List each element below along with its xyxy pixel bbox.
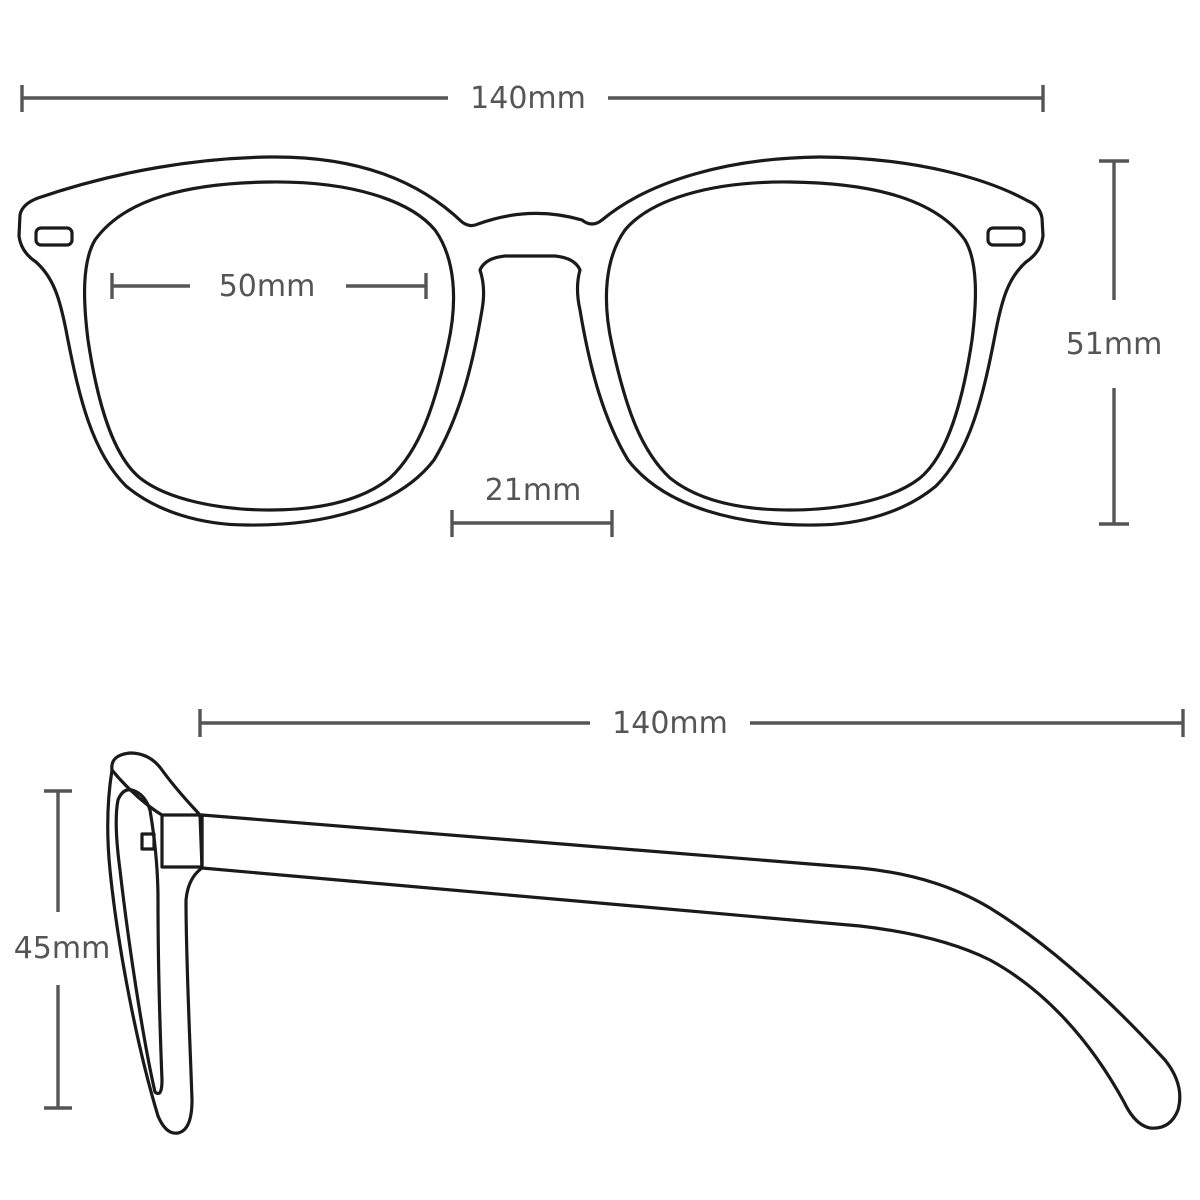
lens-width-dimension: 50mm — [110, 269, 428, 304]
side-hinge-pin — [140, 832, 156, 851]
right-lens — [604, 180, 977, 512]
side-rim-bevel — [110, 768, 164, 817]
temple-length-label: 140mm — [612, 706, 728, 741]
temple-arm — [200, 813, 1182, 1130]
front-width-dimension: 140mm — [20, 81, 1045, 116]
left-hinge-pin — [34, 226, 74, 247]
bridge-width-label: 21mm — [485, 473, 582, 508]
bridge-width-dimension: 21mm — [450, 473, 614, 537]
temple-length-dimension: 140mm — [198, 706, 1185, 741]
lens-height-dimension: 51mm — [1066, 159, 1163, 526]
front-frame-outline — [17, 155, 1045, 527]
lens-height-label: 51mm — [1066, 327, 1163, 362]
side-height-dimension: 45mm — [14, 789, 111, 1110]
side-view — [106, 751, 1182, 1135]
front-view — [17, 155, 1045, 527]
side-height-label: 45mm — [14, 931, 111, 966]
left-lens — [83, 180, 456, 512]
side-hinge-block — [160, 813, 204, 869]
side-rim-outline — [106, 751, 204, 1135]
right-hinge-pin — [986, 226, 1026, 247]
front-width-label: 140mm — [470, 81, 586, 116]
lens-width-label: 50mm — [219, 269, 316, 304]
side-rim-inner — [114, 788, 164, 1096]
